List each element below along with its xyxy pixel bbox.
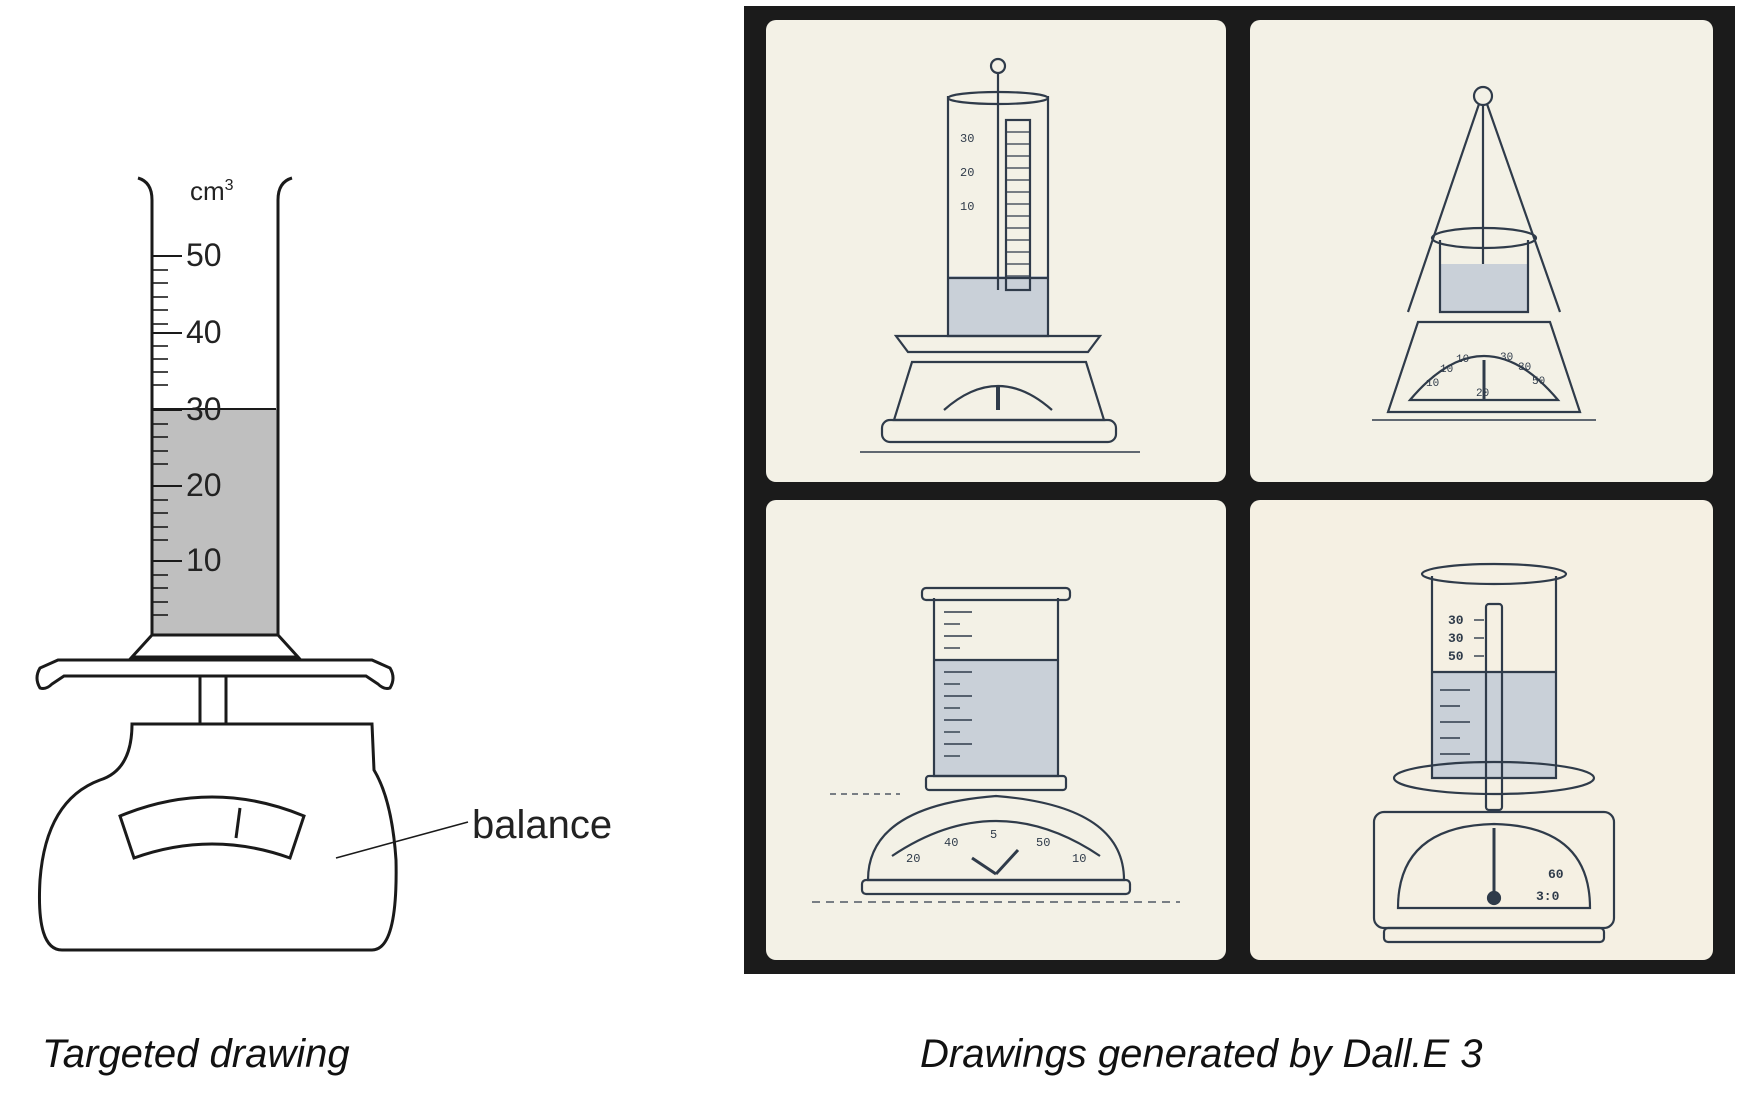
panel3-needle-right <box>994 848 1020 876</box>
panel4-needle-hub <box>1486 890 1502 906</box>
panel4-dial-right: 60 <box>1548 867 1564 882</box>
generated-panel-1: 30 20 10 <box>766 20 1226 482</box>
panel3-dial <box>891 819 1101 857</box>
panel3-base <box>866 794 1126 882</box>
panel4-beaker <box>1430 576 1558 780</box>
panel3-beaker-liquid <box>934 660 1058 776</box>
cylinder-ticks <box>152 255 182 616</box>
panel4-scale-label: 30 <box>1448 631 1464 646</box>
panel4-dial <box>1396 822 1592 910</box>
panel3-dial-num: 50 <box>1036 836 1050 850</box>
panel2-rope-right <box>1485 103 1562 313</box>
panel1-mark-20: 20 <box>960 166 974 180</box>
scale-label-40: 40 <box>186 314 222 350</box>
panel2-dial-num: 30 <box>1500 352 1513 364</box>
panel2-dial-num: 10 <box>1426 378 1439 390</box>
panel1-mark-30: 30 <box>960 132 974 146</box>
panel2-beaker-liquid <box>1440 264 1528 312</box>
panel4-beaker-rim <box>1420 562 1568 586</box>
panel1-pan <box>893 334 1103 354</box>
generated-panel-4: 30 30 50 60 3:0 <box>1250 500 1713 960</box>
panel3-dial-num: 20 <box>906 852 920 866</box>
balance-callout-line <box>335 821 469 859</box>
panel4-scale-label: 30 <box>1448 613 1464 628</box>
panel2-body <box>1386 320 1582 414</box>
panel1-foot <box>880 418 1118 444</box>
balance-platform <box>35 658 395 690</box>
panel3-dial-numbers: 20 40 5 50 10 <box>906 828 1086 866</box>
panel2-ring <box>1430 226 1538 250</box>
panel2-dial-num: 50 <box>1532 376 1545 388</box>
panel2-rope-left <box>1406 103 1481 313</box>
panel1-rod-knob <box>989 57 1007 75</box>
panel3-dial-num: 5 <box>990 828 997 842</box>
panel4-foot <box>1382 926 1606 944</box>
cylinder-left-wall <box>137 176 154 635</box>
balance-label: balance <box>472 803 612 847</box>
scale-label-50: 50 <box>186 237 222 273</box>
panel4-rod <box>1484 602 1504 812</box>
panel1-mark-10: 10 <box>960 200 974 214</box>
panel3-dial-num: 40 <box>944 836 958 850</box>
panel3-beaker-ticks <box>944 611 972 757</box>
panel1-ruler-marks: 30 20 10 <box>960 132 974 214</box>
scale-label-30: 30 <box>186 391 222 427</box>
panel3-needle-left <box>971 856 997 876</box>
balance-dial-window <box>118 795 306 860</box>
balance-body <box>38 722 398 952</box>
panel4-beaker-ticks <box>1440 619 1484 755</box>
generated-panel-2: 10 10 10 30 30 50 20 <box>1250 20 1713 482</box>
panel3-beaker-base <box>924 774 1068 792</box>
scale-label-10: 10 <box>186 542 222 578</box>
panel4-pan <box>1392 760 1596 796</box>
panel3-dial-num: 10 <box>1072 852 1086 866</box>
panel4-scale-label: 50 <box>1448 649 1464 664</box>
panel2-dial-num: 20 <box>1476 388 1489 400</box>
cylinder-liquid <box>152 409 278 635</box>
panel3-foot <box>860 878 1132 896</box>
panel1-scale-ticks <box>1006 131 1030 277</box>
generated-panel-3: 20 40 5 50 10 <box>766 500 1226 960</box>
scale-label-20: 20 <box>186 467 222 503</box>
panel4-labels: 30 30 50 60 3:0 <box>1448 613 1564 904</box>
panel2-beaker <box>1438 240 1530 314</box>
balance-dial-needle <box>234 807 242 839</box>
cylinder-right-wall <box>276 176 293 635</box>
panel2-dial-numbers: 10 10 10 30 30 50 20 <box>1426 352 1545 400</box>
unit-label: cm3 <box>190 176 234 206</box>
panel2-dial-num: 10 <box>1440 364 1453 376</box>
panel3-beaker-rim <box>920 586 1072 602</box>
caption-targeted-drawing: Targeted drawing <box>42 1032 350 1076</box>
cylinder-foot <box>128 633 302 659</box>
panel2-dial-num: 30 <box>1518 362 1531 374</box>
panel1-scale-strip <box>1004 118 1032 292</box>
caption-generated-drawings: Drawings generated by Dall.E 3 <box>920 1032 1483 1076</box>
cylinder-scale-labels: 50 40 30 20 10 <box>186 237 222 578</box>
unit-superscript: 3 <box>225 177 234 194</box>
targeted-drawing <box>35 176 469 952</box>
panel4-dial-readout: 3:0 <box>1536 889 1560 904</box>
panel2-dial <box>1407 355 1561 402</box>
panel2-dial-num: 10 <box>1456 354 1469 366</box>
